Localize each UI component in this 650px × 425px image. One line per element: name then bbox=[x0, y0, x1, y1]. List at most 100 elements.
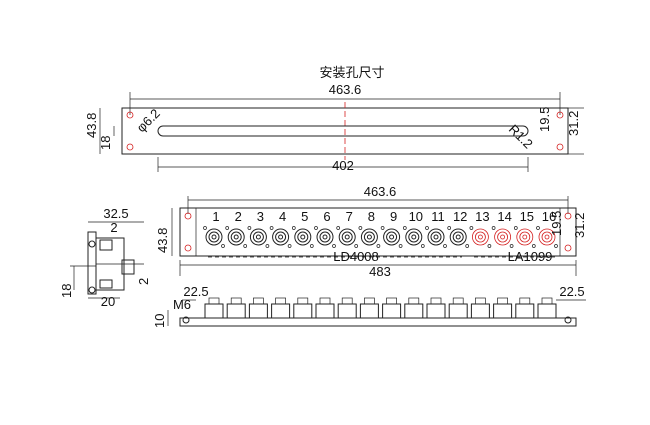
front-height-label: 43.8 bbox=[155, 228, 170, 253]
connector-port-pin bbox=[233, 234, 239, 240]
connector-port-icon bbox=[272, 228, 290, 246]
bottom-module bbox=[271, 303, 291, 319]
mount-hole-icon bbox=[564, 244, 572, 252]
connector-port-pin bbox=[455, 234, 461, 240]
port-number-label: 5 bbox=[301, 209, 308, 224]
port-screw-icon bbox=[354, 244, 359, 248]
side-height-dim: 18 bbox=[59, 284, 74, 298]
bottom-module bbox=[315, 303, 335, 319]
port-screw-icon bbox=[469, 226, 474, 230]
port-number-label: 3 bbox=[257, 209, 264, 224]
port-screw-icon bbox=[265, 244, 270, 248]
connector-port-icon bbox=[227, 228, 245, 246]
port-number-label: 16 bbox=[542, 209, 556, 224]
screw-icon bbox=[88, 286, 96, 294]
top-right-dim-b: 31.2 bbox=[566, 111, 581, 136]
connector-port-pin bbox=[411, 234, 417, 240]
mount-hole-icon bbox=[184, 244, 192, 252]
side-bottom-dim: 20 bbox=[101, 294, 115, 309]
port-screw-icon bbox=[243, 244, 248, 248]
connector-port-inner bbox=[430, 231, 442, 243]
connector-port-pin bbox=[366, 234, 372, 240]
bottom-module-tab bbox=[452, 297, 464, 305]
group-right-label: LA1099 bbox=[508, 249, 553, 264]
port-screw-icon bbox=[269, 226, 274, 230]
connector-port-icon bbox=[294, 228, 312, 246]
connector-port-pin bbox=[522, 234, 528, 240]
bottom-module bbox=[426, 303, 446, 319]
bottom-module bbox=[493, 303, 513, 319]
connector-port-pin bbox=[300, 234, 306, 240]
bottom-module-tab bbox=[341, 297, 353, 305]
bottom-screw-label: M6 bbox=[173, 297, 191, 312]
bottom-module-tab bbox=[208, 297, 220, 305]
bottom-module bbox=[537, 303, 557, 319]
mount-hole-icon bbox=[126, 111, 134, 119]
connector-port-inner bbox=[408, 231, 420, 243]
bottom-height-dim: 10 bbox=[152, 314, 167, 328]
port-screw-icon bbox=[221, 244, 225, 248]
connector-port-icon bbox=[516, 228, 534, 246]
port-number-label: 9 bbox=[390, 209, 397, 224]
side-top-dim: 32.5 bbox=[103, 206, 128, 221]
side-dim-2-top: 2 bbox=[110, 220, 117, 235]
mount-hole-icon bbox=[556, 143, 564, 151]
bottom-right-offset: 22.5 bbox=[559, 284, 584, 299]
front-right-dim-b: 31.2 bbox=[572, 213, 587, 238]
port-screw-icon bbox=[425, 226, 429, 230]
side-dim-2-side: 2 bbox=[136, 278, 151, 285]
connector-port-icon bbox=[205, 228, 223, 246]
port-screw-icon bbox=[487, 244, 492, 248]
bottom-plate bbox=[179, 317, 577, 327]
bottom-module-tab bbox=[408, 297, 420, 305]
mount-hole-icon bbox=[184, 212, 192, 220]
bottom-module bbox=[226, 303, 246, 319]
connector-port-icon bbox=[249, 228, 267, 246]
bottom-modules bbox=[204, 297, 557, 319]
connector-port-icon bbox=[360, 228, 378, 246]
connector-port-icon bbox=[538, 228, 556, 246]
port-screw-icon bbox=[554, 244, 558, 248]
mount-hole-icon bbox=[556, 111, 564, 119]
port-screw-icon bbox=[358, 226, 363, 230]
port-screw-icon bbox=[536, 226, 540, 230]
port-number-label: 14 bbox=[497, 209, 511, 224]
connector-port-pin bbox=[322, 234, 328, 240]
port-screw-icon bbox=[420, 244, 425, 248]
port-number-label: 11 bbox=[431, 209, 445, 224]
connector-port-inner bbox=[474, 231, 486, 243]
port-screw-icon bbox=[332, 244, 336, 248]
connector-port-pin bbox=[211, 234, 217, 240]
port-number-label: 4 bbox=[279, 209, 286, 224]
bottom-module bbox=[248, 303, 268, 319]
mount-hole-icon bbox=[564, 212, 572, 220]
port-screw-icon bbox=[443, 244, 447, 248]
side-view: 32.5 2 18 2 20 bbox=[59, 206, 151, 309]
port-screw-icon bbox=[247, 226, 252, 230]
bottom-left-offset: 22.5 bbox=[183, 284, 208, 299]
bottom-module bbox=[293, 303, 313, 319]
bottom-module-tab bbox=[253, 297, 264, 305]
bottom-module-tab bbox=[497, 297, 508, 305]
port-screw-icon bbox=[513, 226, 518, 230]
port-screw-icon bbox=[225, 226, 230, 230]
top-height-outer: 43.8 bbox=[84, 113, 99, 138]
screw-icon bbox=[182, 316, 190, 324]
bottom-module bbox=[337, 303, 357, 319]
group-left-label: LD4008 bbox=[333, 249, 379, 264]
port-screw-icon bbox=[531, 244, 536, 248]
connector-port-pin bbox=[477, 234, 483, 240]
connector-port-pin bbox=[255, 234, 261, 240]
port-screw-icon bbox=[380, 226, 385, 230]
connector-port-pin bbox=[389, 234, 395, 240]
connector-port-inner bbox=[319, 231, 331, 243]
connector-port-inner bbox=[341, 231, 353, 243]
top-slot-length: 402 bbox=[332, 158, 354, 173]
port-screw-icon bbox=[447, 226, 452, 230]
bottom-module-tab bbox=[519, 297, 531, 305]
front-overall-width: 483 bbox=[369, 264, 391, 279]
port-number-label: 7 bbox=[346, 209, 353, 224]
